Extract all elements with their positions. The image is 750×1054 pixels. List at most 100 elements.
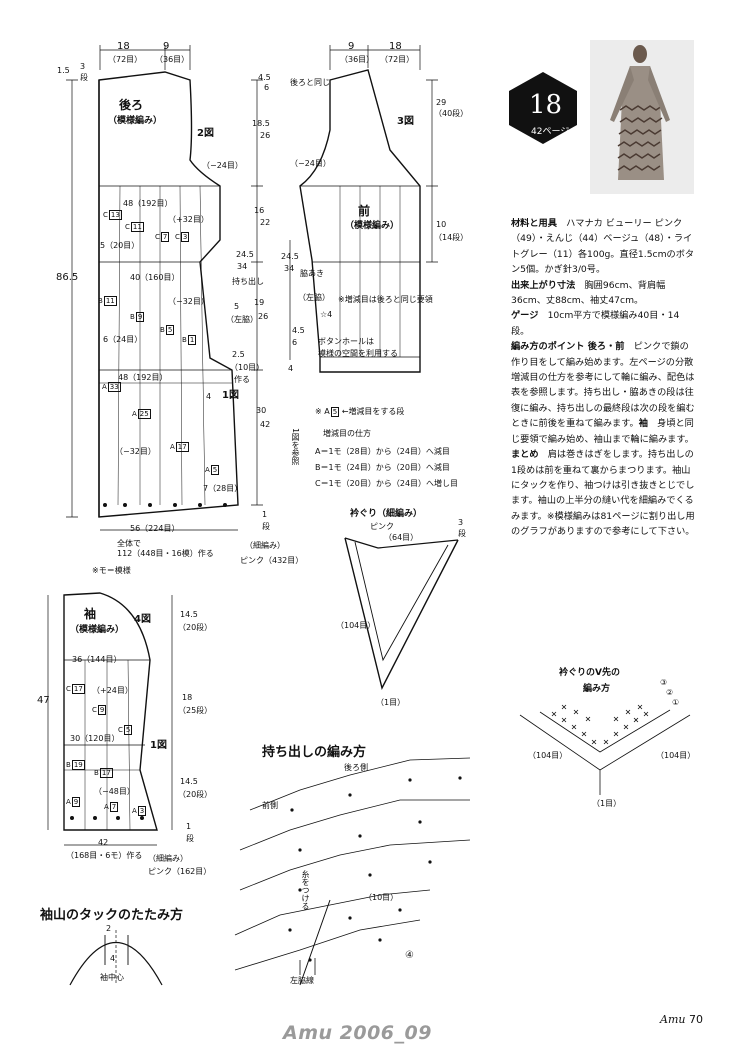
front-button2: 模様の空間を利用する [318, 349, 398, 358]
mid-42: 42 [260, 420, 271, 429]
sleeve-title: 袖 [84, 607, 97, 621]
back-height: 86.5 [56, 272, 79, 283]
mid-10: （10目） [230, 363, 265, 372]
sleeve-fig: 4図 [134, 614, 151, 625]
mid-245: 24.5 [236, 250, 254, 259]
vneck-c3: ③ [660, 678, 668, 687]
vneck-title1: 衿ぐりのV先の [559, 668, 620, 678]
instructions-text: 材料と用具 ハマナカ ビューリー ピンク（49）・えんじ（44）ベージュ（48）… [511, 216, 696, 540]
vneck-title2: 編み方 [583, 684, 611, 694]
finish-text: 肩は巻きはぎをします。持ち出しの1段めは前を重ねて裏からまつります。袖山にタック… [511, 449, 695, 538]
front-h14: （14段） [434, 233, 469, 242]
vneck-st104a: （104目） [528, 751, 568, 760]
front-h6: 6 [292, 338, 298, 347]
front-dec24: （−24目） [290, 159, 331, 168]
size-text: 胸囲96cm、背肩幅36cm、丈88cm、袖丈47cm。 [511, 279, 666, 307]
back-title: 後ろ [119, 98, 144, 112]
back-row40: 40（160目） [130, 273, 180, 282]
sleeve-dan: 段 [186, 834, 194, 843]
front-width-right-st: （72目） [380, 55, 415, 64]
back-total2: 112（448目・16模）作る [117, 549, 214, 558]
mid-1: 1 [262, 510, 268, 519]
front-width-left-st: （36目） [340, 55, 375, 64]
legend-side: 1図を参照 [291, 428, 300, 466]
gauge-text: 10cm平方で模様編み40目・14段。 [511, 310, 680, 337]
front-h29: 29 [436, 98, 447, 107]
front-button1: ボタンホールは [318, 337, 374, 346]
sleeve-fig1: 1図 [150, 740, 167, 751]
sleeve-h20b: （20段） [178, 790, 213, 799]
sleeve-outline [63, 592, 158, 831]
magazine-watermark: Amu 2006_09 [283, 1022, 432, 1044]
mid-34: 34 [237, 262, 248, 271]
front-outline [299, 69, 421, 373]
sleeve-text: 身頃と同じ要領で編み始め、袖山まで輪に編みます。 [511, 418, 694, 445]
mid-45: 4.5 [258, 73, 271, 82]
legend-line2: 増減目の仕方 [323, 429, 371, 438]
front-same-as-back: 後ろと同じ [290, 78, 330, 87]
back-width-right: 9 [163, 41, 170, 52]
sleeve-h145: 14.5 [180, 610, 198, 619]
back-subtitle: （模様編み） [108, 116, 163, 126]
tuck-center: 袖中心 [100, 973, 124, 982]
sleeve-w42b: （168目・6モ）作る [66, 851, 143, 860]
neck-st1: （1目） [376, 698, 406, 707]
neck-dan: 段 [458, 529, 466, 538]
mid-19: 19 [254, 298, 265, 307]
legend-line3: A＝1モ（28目）から（24目）へ減目 [315, 447, 450, 456]
sleeve-w36: 36（144目） [72, 655, 122, 664]
mid-dan: 段 [262, 522, 270, 531]
front-h10: 10 [436, 220, 447, 229]
mochidashi-title: 持ち出しの編み方 [262, 745, 367, 760]
sleeve-w30: 30（120目） [70, 734, 120, 743]
pattern-number: 18 [529, 90, 563, 120]
mochidashi-front: 前側 [262, 801, 278, 810]
mochidashi-thread: 糸をつける [301, 870, 310, 910]
front-subtitle: （模様編み） [345, 221, 400, 231]
tuck-n2: 2 [106, 924, 112, 933]
back-dec24: （−24目） [202, 161, 243, 170]
mid-26: 26 [260, 131, 271, 140]
front-h4: 4 [288, 364, 294, 373]
front-left: （左脇） [298, 293, 330, 302]
sleeve-w42: 42 [98, 838, 109, 847]
neck-st64: （64目） [384, 533, 419, 542]
sleeve-h20: （20段） [178, 623, 213, 632]
mid-185: 18.5 [252, 119, 270, 128]
legend-line5: C＝1モ（20目）から（24目）へ増し目 [315, 479, 459, 488]
front-h40: （40段） [434, 109, 469, 118]
sleeve-subtitle: （模様編み） [70, 625, 125, 635]
sleeve-plus24: （+24目） [92, 686, 133, 695]
dress-illustration [590, 40, 694, 194]
sleeve-h47: 47 [37, 695, 50, 706]
back-fig: 2図 [197, 128, 214, 139]
back-bottom7: 7（28目） [203, 484, 243, 493]
back-width-left: 18 [117, 41, 130, 52]
back-minus32b: （−32目） [115, 447, 156, 456]
back-row5: 5（20目） [100, 241, 140, 250]
mochidashi-left: 左脇線 [290, 976, 314, 985]
mochidashi-back: 後ろ側 [344, 763, 368, 772]
back-minus32a: （−32目） [168, 297, 209, 306]
back-bottom-width: 56（224目） [130, 524, 180, 533]
materials-text: ハマナカ ビューリー ピンク（49）・えんじ（44）ベージュ（48）・ライトグレ… [511, 218, 695, 276]
gauge-label: ゲージ [511, 310, 539, 322]
sleeve-h18: 18 [182, 693, 193, 702]
front-title: 前 [358, 204, 371, 218]
front-h45: 4.5 [292, 326, 305, 335]
